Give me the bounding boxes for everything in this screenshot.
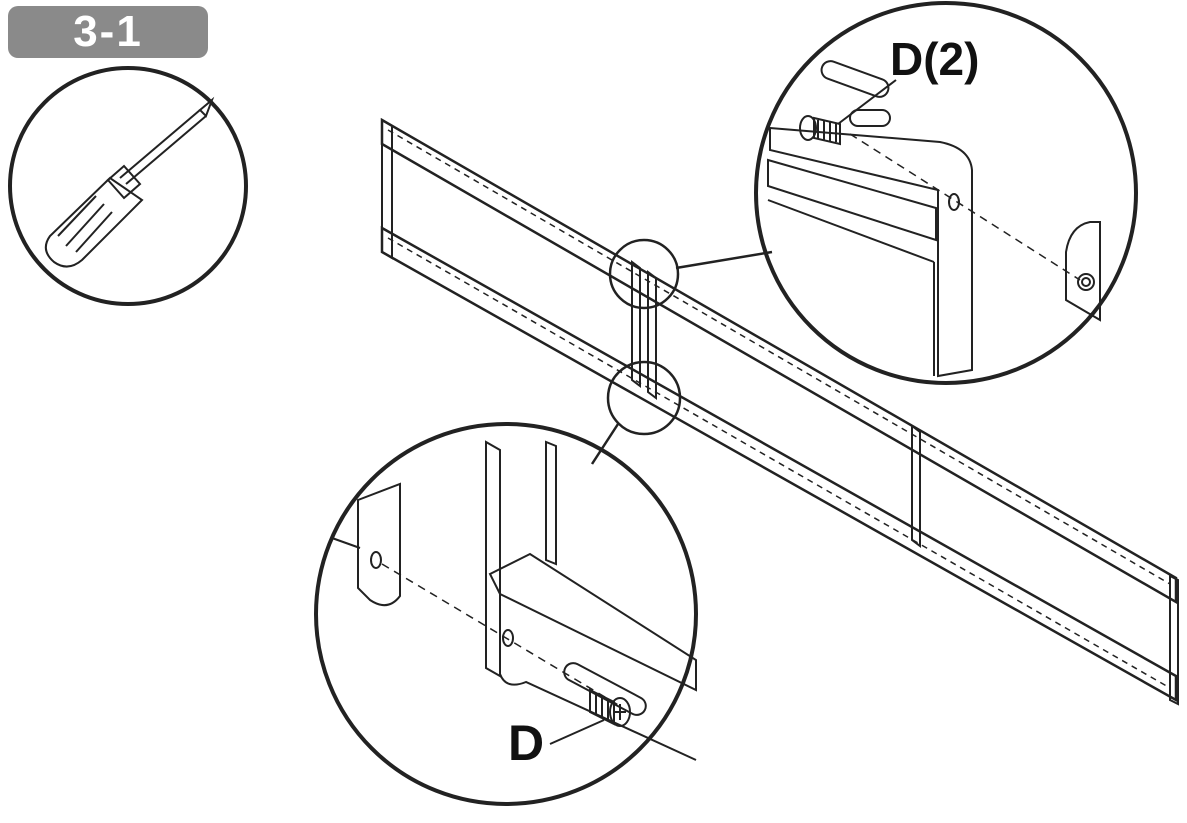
detail-marker-top — [608, 238, 680, 310]
step-number-badge: 3-1 — [8, 6, 208, 58]
detail-view-bottom — [314, 422, 698, 806]
screw-d-bottom — [589, 688, 631, 727]
callout-label-bottom: D — [508, 715, 545, 771]
screwdriver-icon — [8, 66, 248, 306]
screw-d-top — [799, 115, 841, 146]
callout-label-top: D(2) — [890, 33, 980, 85]
leader-line-top — [675, 250, 773, 270]
detail-view-top — [754, 1, 1138, 385]
wall-plate-assembly — [380, 117, 1179, 706]
leader-line-bottom — [590, 423, 620, 465]
detail-marker-bottom — [606, 360, 682, 436]
